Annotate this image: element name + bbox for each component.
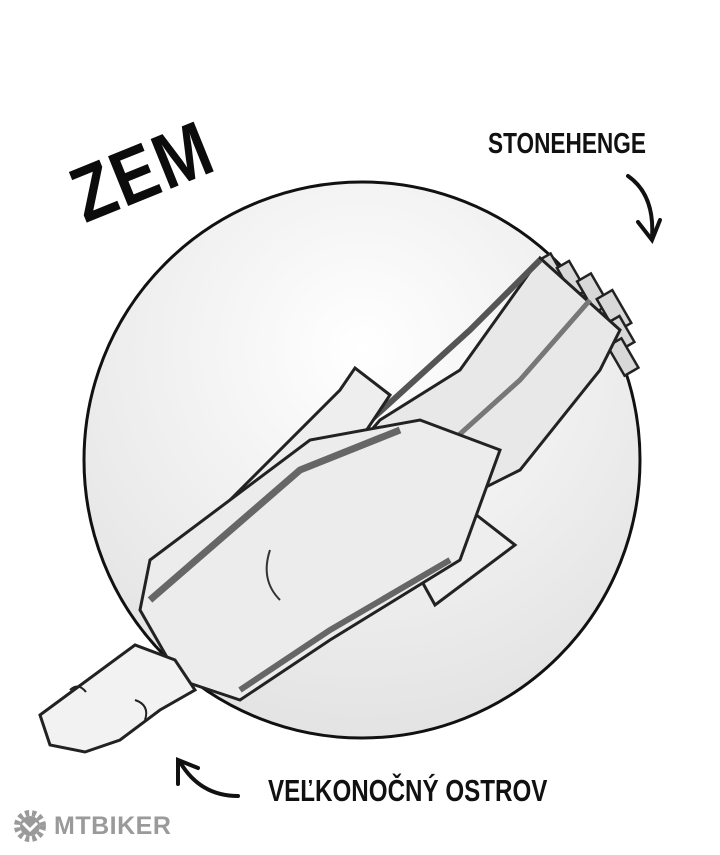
label-stonehenge: STONEHENGE xyxy=(488,128,646,160)
torso xyxy=(138,418,502,702)
arrow-easter-island-icon xyxy=(176,757,240,798)
label-easter-island: VEĽKONOČNÝ OSTROV xyxy=(268,773,548,808)
gear-logo-icon xyxy=(14,810,46,842)
moai-head xyxy=(38,643,198,754)
watermark: MTBIKER xyxy=(12,808,171,844)
arrow-stonehenge-icon xyxy=(626,174,662,244)
watermark-text: MTBIKER xyxy=(54,811,172,840)
